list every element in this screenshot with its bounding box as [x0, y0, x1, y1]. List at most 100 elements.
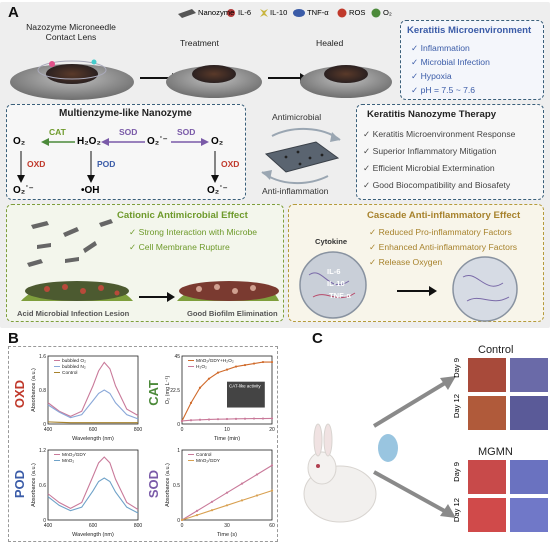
y-tick-label: 0.6 [39, 483, 46, 489]
cascade-item: ✓ Release Oxygen [369, 257, 443, 267]
day12-label: Day 12 [452, 394, 461, 419]
data-point [225, 417, 229, 421]
mgmn-title: MGMN [478, 446, 513, 458]
legend-entry: Control [62, 370, 77, 376]
data-point [180, 419, 184, 423]
data-point [243, 417, 247, 420]
o2-text: O₂ [13, 136, 26, 147]
superoxide-text: O₂˙⁻ [207, 185, 228, 196]
data-point [240, 482, 244, 485]
data-point [195, 509, 199, 512]
x-tick-label: 800 [134, 523, 142, 529]
day12-label: Day 12 [452, 498, 461, 523]
y-tick-label: 1 [177, 448, 180, 454]
anti-inflammation-label: Anti-inflammation [262, 186, 329, 196]
legend-label: IL-6 [238, 8, 252, 17]
pod-label: POD [97, 159, 116, 169]
data-point [216, 371, 220, 374]
data-point [261, 360, 265, 364]
cationic-title: Cationic Antimicrobial Effect [117, 210, 248, 221]
x-tick-label: 0 [181, 523, 184, 529]
cat-side-label: CAT [146, 380, 161, 406]
x-tick-label: 60 [269, 523, 275, 529]
cytokine-label: Cytokine [315, 237, 348, 246]
x-axis-label: Time (min) [214, 436, 240, 442]
therapy-item: ✓ Efficient Microbial Extermination [363, 163, 495, 173]
healed-label: Healed [316, 38, 344, 48]
multienzyme-title: Multienzyme-like Nanozyme [59, 108, 192, 119]
cat-inset-label: CAT-like activity [229, 384, 261, 389]
y-tick-label: 1.6 [39, 354, 46, 360]
series-line [47, 421, 138, 424]
h2o2-text: H₂O₂ [77, 136, 101, 147]
therapy-box: Keratitis Nanozyme Therapy ✓ Keratitis M… [356, 104, 544, 200]
y-tick-label: 0 [43, 422, 46, 428]
cascade-item: ✓ Enhanced Anti-inflammatory Factors [369, 242, 518, 252]
treatment-label: Treatment [180, 38, 219, 48]
data-point [243, 363, 247, 367]
panel-label-a: A [8, 4, 19, 21]
y-axis-label: Absorbance (a.u.) [31, 463, 37, 507]
legend-label: TNF-α [307, 8, 329, 17]
oxd-label: OXD [27, 159, 46, 169]
cat-label: CAT [49, 127, 66, 137]
therapy-title: Keratitis Nanozyme Therapy [367, 109, 497, 120]
y-axis-label: Absorbance (a.u.) [31, 368, 37, 412]
data-point [198, 418, 202, 421]
y-tick-label: 0 [43, 518, 46, 524]
day9-label: Day 9 [452, 358, 461, 378]
series-line [47, 456, 139, 510]
nanozyme-sheet-icon [178, 9, 196, 18]
il10-eye-label: IL-10 [327, 279, 345, 288]
data-point [255, 494, 259, 497]
animal-study-illustration [303, 358, 548, 532]
data-point [270, 360, 274, 364]
cat-inset-photo [227, 381, 265, 408]
x-tick-label: 400 [44, 523, 53, 529]
data-point [207, 418, 211, 421]
panel-b-frame [8, 346, 278, 542]
il6-icon [227, 9, 235, 17]
panel-label-c: C [312, 330, 323, 347]
data-point [234, 365, 238, 368]
eye-healed [300, 65, 392, 98]
data-point [180, 518, 184, 522]
x-axis-label: Wavelength (nm) [72, 532, 114, 538]
enzyme-reaction-arrows [17, 138, 219, 183]
oxd-label: OXD [221, 159, 240, 169]
oxd-side-label: OXD [12, 380, 27, 409]
data-point [255, 473, 259, 476]
lens-title: Nazozyme Microneedle Contact Lens [26, 22, 116, 42]
il6-eye-label: IL-6 [327, 267, 341, 276]
pod-side-label: POD [12, 470, 27, 499]
tnf-icon [293, 9, 305, 17]
data-point [189, 401, 193, 404]
superoxide-text: O₂˙⁻ [13, 185, 34, 196]
data-point [252, 417, 256, 420]
sod-label: SOD [177, 127, 196, 137]
y-tick-label: 0.5 [173, 483, 180, 489]
legend-label: IL-10 [270, 8, 288, 17]
micro-item: ✓ Inflammation [411, 43, 470, 53]
data-point [198, 386, 202, 389]
microenvironment-box: Keratitis Microenvironment ✓ Inflammatio… [400, 20, 544, 100]
micro-item: ✓ Microbial Infection [411, 57, 490, 67]
data-point [210, 509, 214, 512]
sod-side-label: SOD [146, 470, 161, 499]
x-tick-label: 600 [89, 427, 98, 433]
legend-row: Nanozyme IL-6 IL-10 TNF-α ROS O₂ [176, 6, 396, 20]
data-point [210, 500, 214, 503]
data-point [195, 514, 199, 517]
data-point [270, 464, 274, 467]
chart-frame [47, 449, 139, 521]
biofilm-illustration [21, 219, 279, 302]
microenvironment-title: Keratitis Microenvironment [407, 25, 532, 36]
sod-label: SOD [119, 127, 138, 137]
therapy-item: ✓ Keratitis Microenvironment Response [363, 129, 516, 139]
legend-label: O₂ [383, 8, 392, 17]
x-axis-label: Wavelength (nm) [72, 436, 114, 442]
eye-globe-illustration [299, 251, 518, 322]
